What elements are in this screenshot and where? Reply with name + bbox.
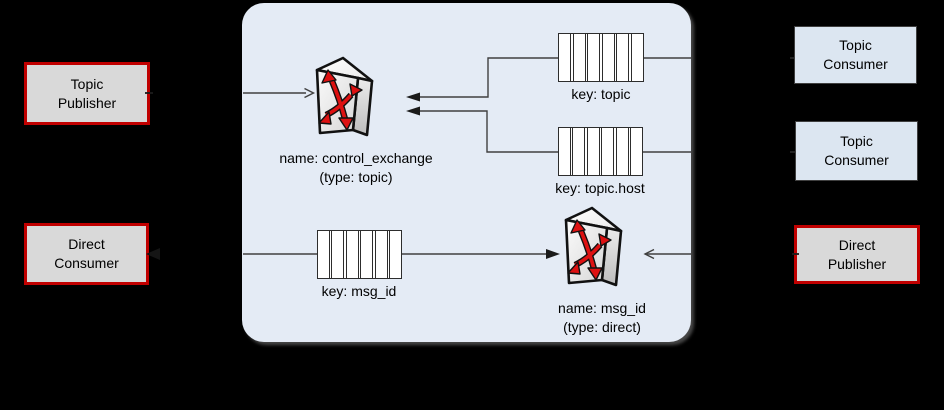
arrow-queue-topic-host-to-control-exchange	[420, 110, 558, 153]
control-exchange-type: (type: topic)	[319, 169, 393, 185]
queue-divider	[613, 34, 618, 81]
queue-slot	[559, 34, 570, 81]
queue-divider	[613, 128, 617, 175]
queue-topic-label: key: topic	[571, 86, 631, 102]
queue-topic-host-label: key: topic.host	[555, 180, 645, 196]
queue-slot	[617, 34, 629, 81]
direct-exchange-name: name: msg_id	[558, 300, 646, 316]
topic-publisher-label-line2: Publisher	[57, 94, 117, 111]
queue-slot	[318, 231, 329, 278]
queue-icon-msg-id	[317, 230, 402, 279]
crossing-arrows-glyph	[318, 69, 363, 131]
topic-consumer-box-2: Topic Consumer	[795, 121, 918, 181]
topic-consumer-box-1: Topic Consumer	[794, 26, 917, 84]
direct-consumer-label-line2: Consumer	[54, 255, 119, 271]
topic-publisher-label-line1: Topic	[70, 75, 104, 92]
queue-slot	[361, 231, 373, 278]
topic-consumer-1-label-line2: Consumer	[823, 56, 888, 72]
queue-msg-id-label: key: msg_id	[321, 283, 397, 299]
filled-arrowhead-into-control-exchange-2	[406, 106, 420, 116]
queue-slot	[631, 128, 643, 175]
topic-consumer-2-label-line2: Consumer	[824, 152, 889, 168]
queue-divider	[386, 231, 391, 278]
direct-exchange-icon	[564, 206, 623, 287]
queue-slot	[390, 231, 402, 278]
direct-publisher-box: Direct Publisher	[794, 225, 920, 284]
direct-exchange-type: (type: direct)	[563, 319, 641, 335]
queue-slot	[573, 34, 585, 81]
arrow-queue-topic-to-control-exchange	[420, 57, 558, 98]
queue-divider	[569, 128, 574, 175]
queue-divider	[598, 128, 603, 175]
queue-divider	[570, 34, 574, 81]
queue-slot	[588, 34, 600, 81]
queue-slot	[559, 128, 570, 175]
queue-slot	[375, 231, 387, 278]
queue-slot	[346, 231, 358, 278]
filled-arrowhead-into-direct-exchange	[546, 249, 560, 259]
direct-consumer-box: Direct Consumer	[24, 223, 149, 285]
direct-publisher-label-line1: Direct	[838, 236, 876, 253]
queue-divider	[372, 231, 376, 278]
queue-icon-topic	[558, 33, 644, 82]
queue-divider	[584, 128, 588, 175]
queue-slot	[616, 128, 628, 175]
queue-divider	[343, 231, 347, 278]
queue-divider	[328, 231, 333, 278]
queue-divider	[599, 34, 603, 81]
queue-divider	[628, 34, 632, 81]
queue-divider	[357, 231, 362, 278]
topic-consumer-1-label-line1: Topic	[839, 37, 872, 53]
queue-icon-topic-host	[558, 127, 643, 176]
open-arrowhead-control-exchange	[304, 87, 316, 99]
queue-divider	[627, 128, 632, 175]
crossing-arrows-glyph	[567, 219, 612, 281]
queue-slot	[587, 128, 599, 175]
topic-publisher-box: Topic Publisher	[24, 62, 150, 125]
direct-exchange-label: name: msg_id (type: direct)	[502, 299, 702, 337]
open-arrowhead-direct-exchange	[643, 248, 655, 260]
direct-consumer-label-line1: Direct	[68, 236, 105, 252]
control-exchange-label: name: control_exchange (type: topic)	[256, 149, 456, 187]
queue-divider	[584, 34, 589, 81]
control-exchange-icon	[315, 56, 374, 137]
topic-consumer-2-label-line1: Topic	[840, 133, 873, 149]
direct-publisher-label-line2: Publisher	[827, 255, 887, 272]
queue-slot	[602, 128, 614, 175]
queue-slot	[573, 128, 585, 175]
filled-arrowhead-into-control-exchange-1	[406, 92, 420, 102]
queue-slot	[602, 34, 614, 81]
control-exchange-name: name: control_exchange	[279, 150, 433, 166]
queue-slot	[631, 34, 643, 81]
queue-slot	[332, 231, 344, 278]
